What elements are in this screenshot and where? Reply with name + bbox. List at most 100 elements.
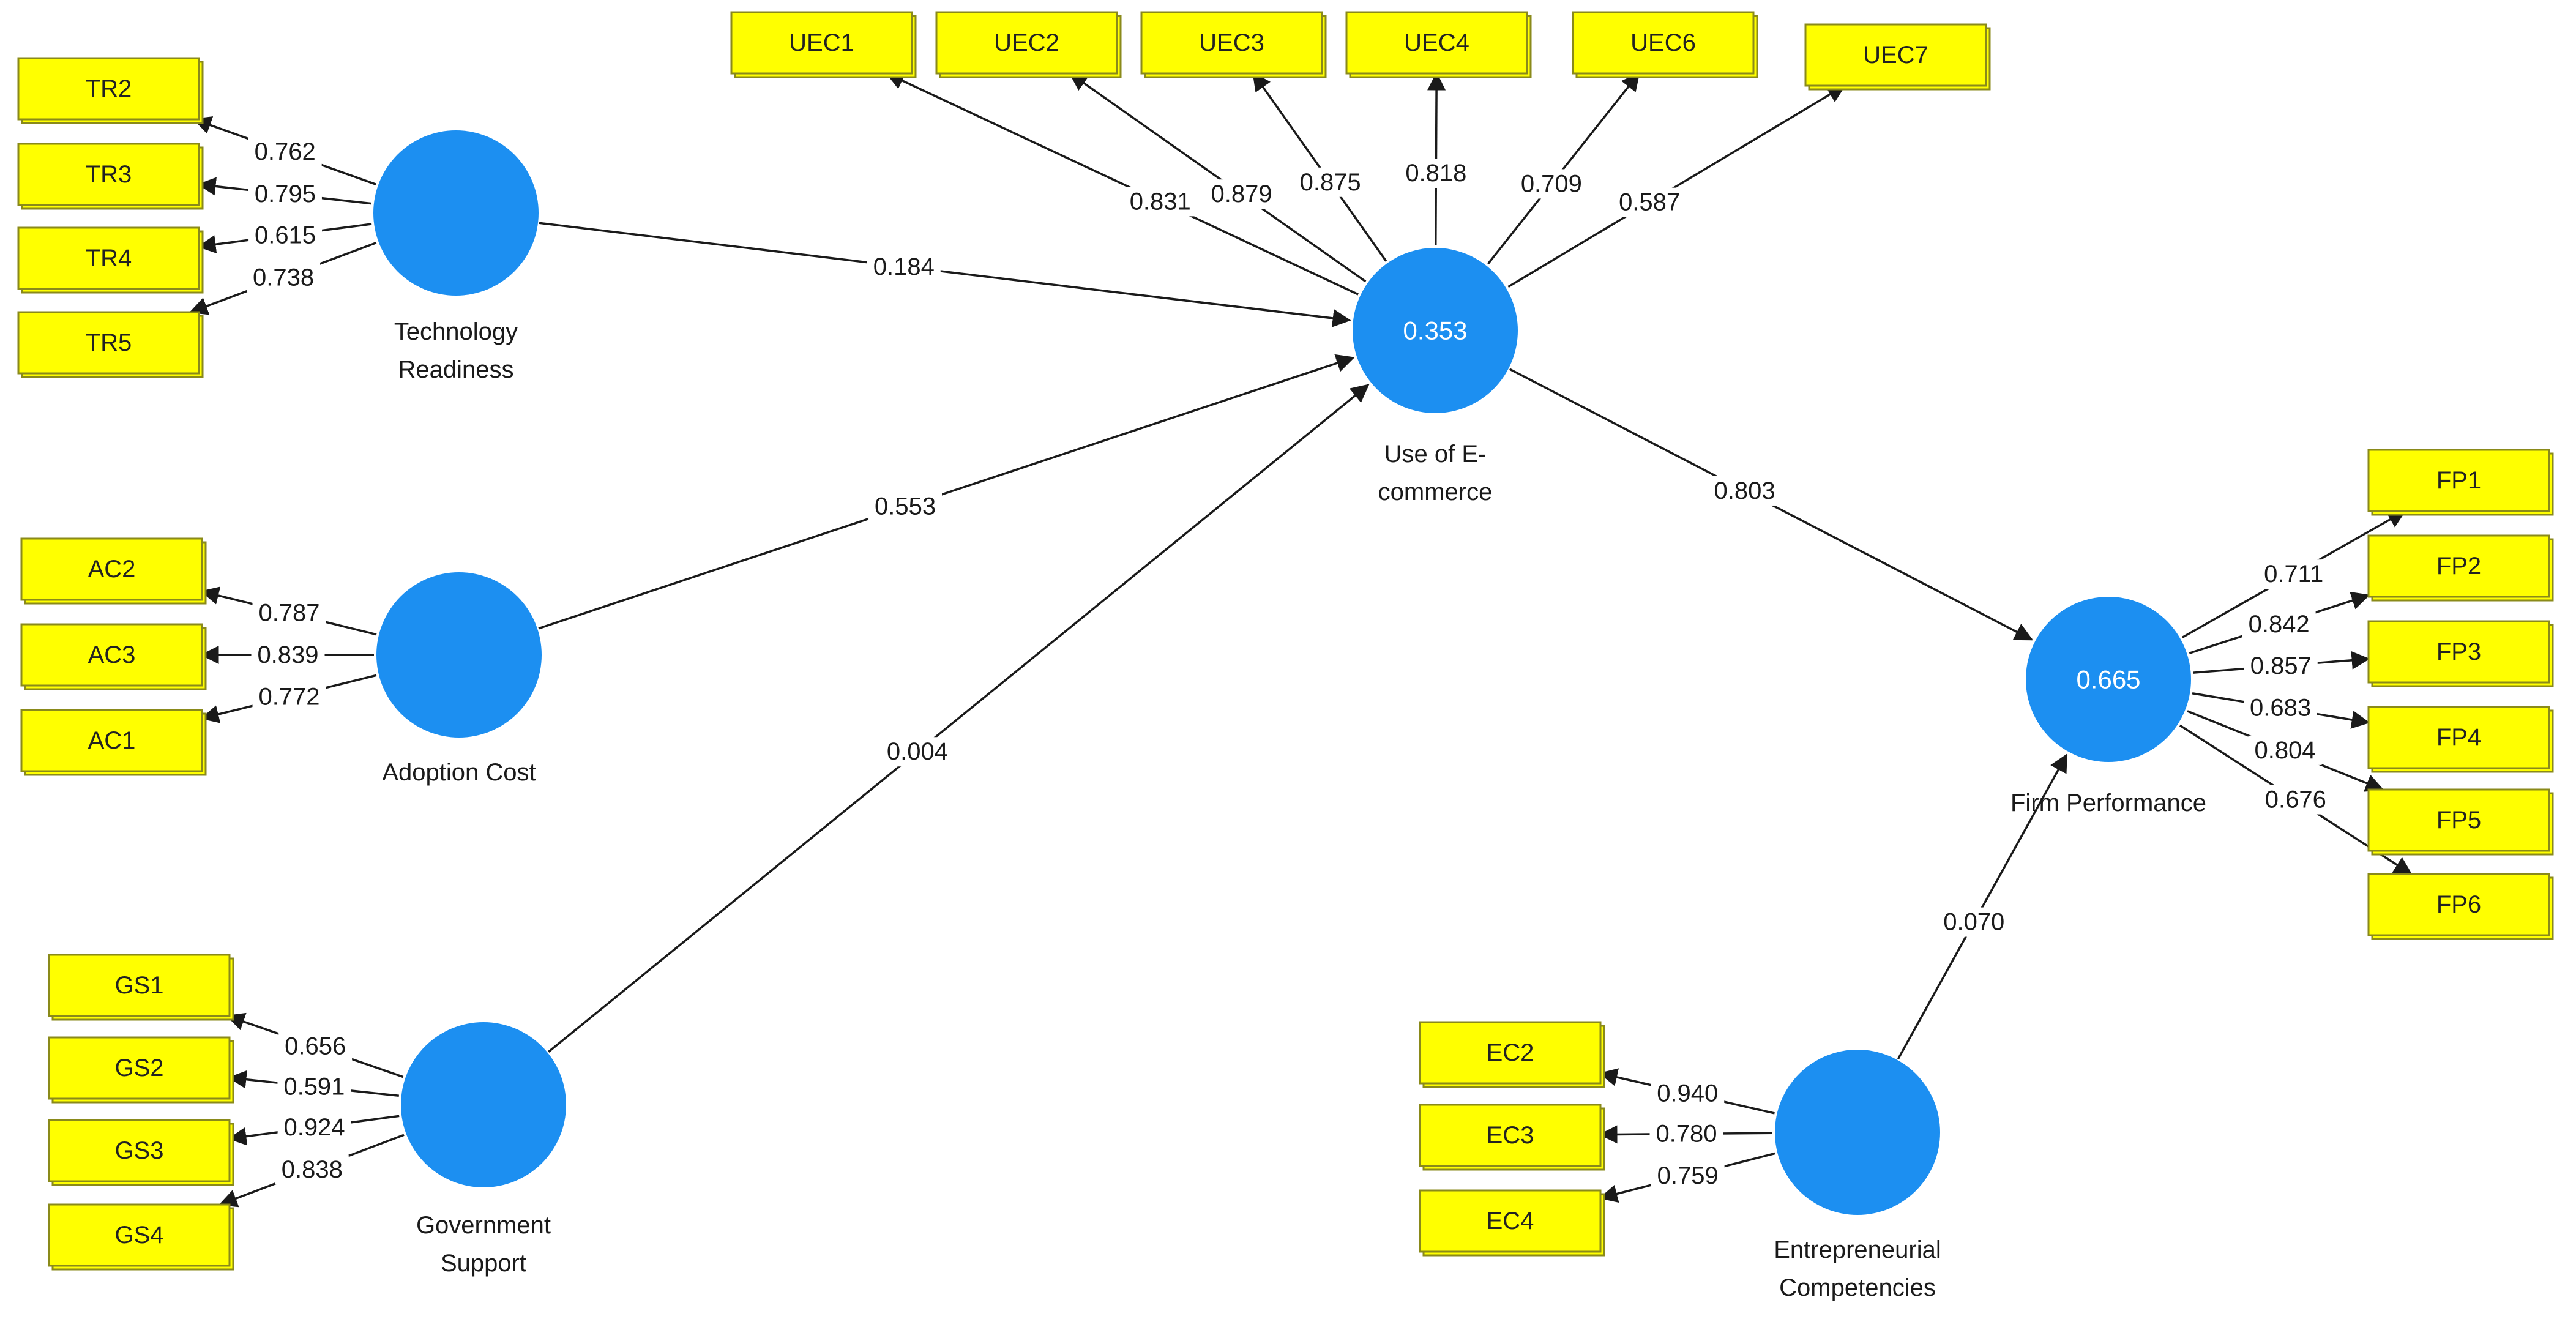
indicator-gs1[interactable]: GS1 [48,954,234,1021]
construct-circle [401,1022,566,1187]
indicator-tr3[interactable]: TR3 [17,143,204,210]
indicator-ac3[interactable]: AC3 [20,623,207,690]
indicator-box [1804,23,1987,87]
loading-uec4-text: 0.818 [1405,160,1466,187]
loading-fp4-bg [2244,693,2318,723]
loading-uec4: 0.818 [1399,158,1473,188]
indicator-box [17,143,200,206]
loading-uec7-text: 0.587 [1619,189,1680,216]
loading-gs1-bg [278,1031,353,1061]
loading-ec3: 0.780 [1649,1119,1723,1149]
loading-uec3-bg [1293,167,1367,197]
loading-uec6: 0.709 [1514,169,1588,199]
construct-name: Readiness [398,356,513,383]
loading-gs3-text: 0.924 [284,1114,345,1141]
indicator-box [20,623,203,687]
indicator-fp2[interactable]: FP2 [2367,534,2554,602]
indicator-box [1419,1104,1602,1167]
loading-ac2-bg [252,598,326,628]
loading-tr3: 0.795 [248,179,322,209]
indicator-uec6[interactable]: UEC6 [1572,11,1758,78]
indicator-label: UEC2 [994,29,1059,56]
indicator-uec4[interactable]: UEC4 [1345,11,1532,78]
indicator-label: FP6 [2436,891,2481,918]
loading-gs2: 0.591 [277,1072,351,1102]
loading-tr5-text: 0.738 [253,264,314,291]
loading-gs2-bg [277,1072,351,1102]
construct-name: Use of E- [1384,441,1487,468]
loading-gs1: 0.656 [278,1031,353,1061]
indicator-tr2[interactable]: TR2 [17,57,204,124]
indicator-box [2367,706,2550,769]
indicator-gs4[interactable]: GS4 [48,1203,234,1271]
construct-circle [1775,1050,1940,1215]
indicator-label: GS2 [114,1055,163,1082]
indicator-box [17,311,200,375]
path-coef-uec-fp-bg [1708,476,1782,506]
indicator-fp5[interactable]: FP5 [2367,788,2554,856]
indicator-ec3[interactable]: EC3 [1419,1104,1605,1171]
loading-arrow-uec2 [1069,72,1367,283]
indicator-label: TR2 [86,75,132,102]
loading-ac1-bg [252,682,326,712]
path-coef-gs-uec-bg [880,737,954,767]
loading-uec4-bg [1399,158,1473,188]
loading-uec7: 0.587 [1613,187,1687,217]
indicator-box [1345,11,1528,75]
indicator-ec2[interactable]: EC2 [1419,1021,1605,1088]
indicator-uec7[interactable]: UEC7 [1804,23,1991,91]
loading-tr5-bg [247,263,321,293]
indicator-fp4[interactable]: FP4 [2367,706,2554,773]
loading-arrow-uec1 [885,72,1359,296]
loading-fp1: 0.711 [2257,559,2331,589]
indicator-ac2[interactable]: AC2 [20,537,207,605]
construct-circle [376,572,542,738]
loading-fp3-text: 0.857 [2250,652,2312,679]
indicator-box [20,537,203,601]
indicator-uec1[interactable]: UEC1 [730,11,917,78]
indicator-fp6[interactable]: FP6 [2367,873,2554,940]
r-squared-value: 0.665 [2076,665,2140,694]
indicator-label: TR3 [86,161,132,188]
loading-fp6-text: 0.676 [2265,786,2326,813]
indicator-tr5[interactable]: TR5 [17,311,204,378]
indicator-box [1140,11,1323,75]
indicator-uec3[interactable]: UEC3 [1140,11,1327,78]
construct-circle [2026,597,2191,762]
loading-gs3: 0.924 [277,1112,351,1142]
loading-ec2: 0.940 [1651,1078,1725,1108]
loading-uec6-text: 0.709 [1521,170,1582,197]
loading-arrow-uec6 [1487,72,1640,265]
indicator-ac1[interactable]: AC1 [20,709,207,776]
construct-ac[interactable]: Adoption Cost [376,572,542,786]
loading-gs2-text: 0.591 [283,1073,345,1100]
indicator-gs2[interactable]: GS2 [48,1036,234,1104]
path-ac-to-uec [538,354,1355,630]
loading-uec3: 0.875 [1293,167,1367,197]
loading-uec2-text: 0.879 [1211,181,1272,207]
path-coef-ec-fp: 0.070 [1937,907,2011,937]
indicator-label: UEC1 [789,29,854,56]
indicator-fp1[interactable]: FP1 [2367,449,2554,516]
loading-arrow-uec7 [1507,84,1846,288]
indicator-label: FP3 [2436,638,2481,665]
indicator-uec2[interactable]: UEC2 [935,11,1122,78]
indicator-box [48,954,231,1017]
loading-fp5-bg [2248,735,2322,765]
indicator-gs3[interactable]: GS3 [48,1119,234,1186]
loading-tr2: 0.762 [248,137,322,167]
indicator-tr4[interactable]: TR4 [17,226,204,294]
indicator-fp3[interactable]: FP3 [2367,620,2554,687]
indicator-ec4[interactable]: EC4 [1419,1189,1605,1257]
path-tr-to-uec [539,222,1351,327]
loading-fp5-text: 0.804 [2254,737,2315,764]
indicator-label: UEC7 [1863,42,1928,69]
